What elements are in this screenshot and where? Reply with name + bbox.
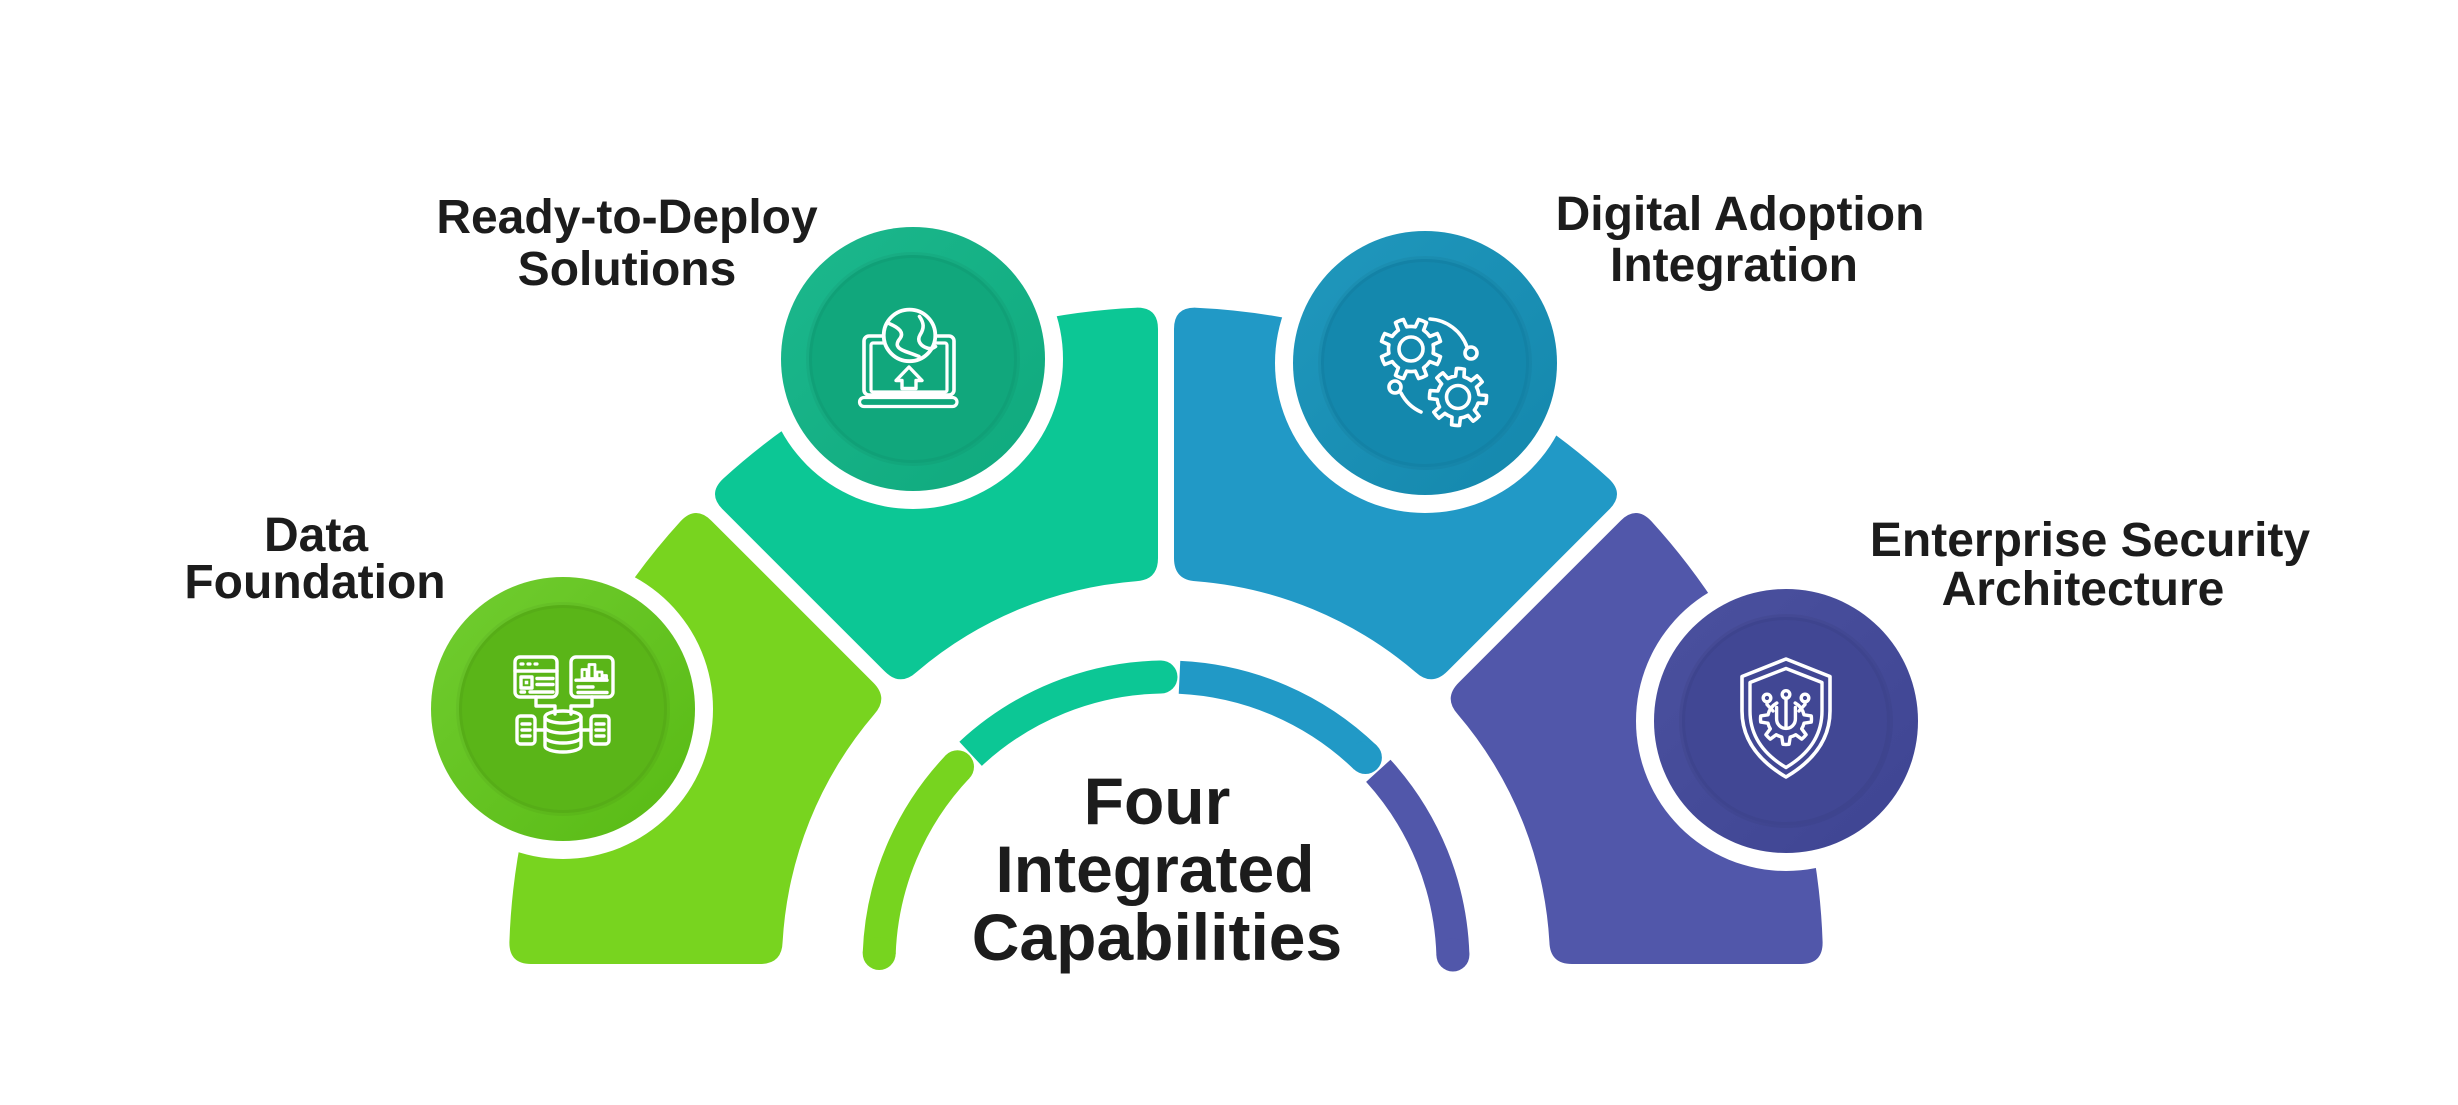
svg-text:Data: Data xyxy=(264,509,368,562)
svg-text:Solutions: Solutions xyxy=(518,243,737,296)
svg-text:Integrated: Integrated xyxy=(995,832,1314,906)
svg-text:Capabilities: Capabilities xyxy=(972,900,1342,974)
svg-text:Enterprise Security: Enterprise Security xyxy=(1870,514,2310,567)
svg-text:Ready-to-Deploy: Ready-to-Deploy xyxy=(436,191,818,244)
svg-text:Digital Adoption: Digital Adoption xyxy=(1556,188,1925,241)
svg-text:Integration: Integration xyxy=(1610,239,1858,292)
svg-text:Architecture: Architecture xyxy=(1942,563,2225,616)
svg-text:Foundation: Foundation xyxy=(184,556,445,609)
svg-text:Four: Four xyxy=(1084,764,1231,838)
